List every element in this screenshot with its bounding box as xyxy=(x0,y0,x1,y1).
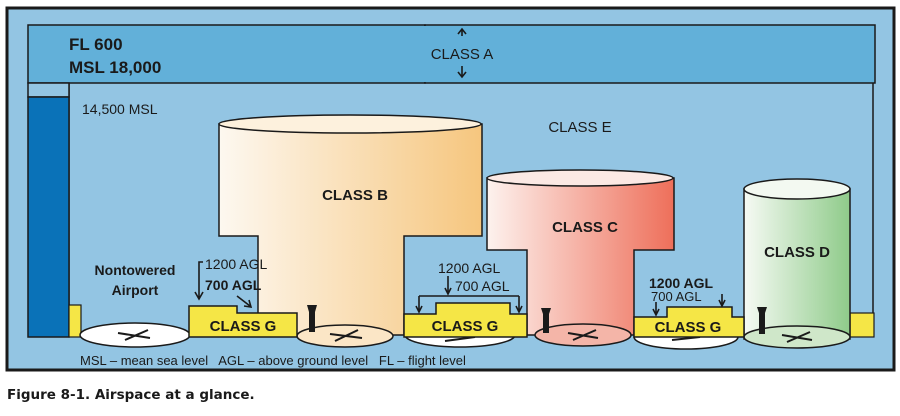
class-d-top xyxy=(743,178,851,200)
class-b-top xyxy=(218,114,482,134)
class-a-label: CLASS A xyxy=(431,46,494,63)
nontowered-1200-agl: 1200 AGL xyxy=(205,256,267,272)
class-d-label: CLASS D xyxy=(764,244,830,261)
class-g-block-right xyxy=(633,306,745,338)
left-bar-upper xyxy=(27,82,70,98)
msl-14500-label: 14,500 MSL xyxy=(82,101,158,117)
legend-text: MSL – mean sea level AGL – above ground … xyxy=(80,353,466,368)
fl-600-label: FL 600 xyxy=(69,35,123,54)
middle-1200-agl: 1200 AGL xyxy=(438,260,500,276)
airport-class-c xyxy=(534,323,632,347)
class-a-arrows xyxy=(457,27,467,79)
tower-icon-b xyxy=(307,305,317,332)
class-g-label-left: CLASS G xyxy=(210,318,277,335)
left-bar xyxy=(27,96,70,338)
middle-g-arrows xyxy=(415,276,523,314)
class-g-label-middle: CLASS G xyxy=(432,318,499,335)
airport-nontowered xyxy=(79,322,191,348)
nontowered-700-agl: 700 AGL xyxy=(205,277,262,293)
right-700-agl: 700 AGL xyxy=(651,289,702,304)
msl-18000-label: MSL 18,000 xyxy=(69,58,161,77)
class-b-label: CLASS B xyxy=(322,187,388,204)
class-e-label: CLASS E xyxy=(548,119,611,136)
nontowered-arrows xyxy=(194,261,253,308)
right-g-arrows xyxy=(652,294,726,317)
class-g-block-left xyxy=(188,305,298,338)
class-g-block-middle xyxy=(403,302,528,338)
tower-icon-d xyxy=(757,307,767,334)
nontowered-label-line1: Nontowered xyxy=(95,262,176,278)
tower-icon-c xyxy=(541,308,551,333)
right-1200-agl: 1200 AGL xyxy=(649,275,714,291)
class-c-label: CLASS C xyxy=(552,219,618,236)
figure-caption: Figure 8-1. Airspace at a glance. xyxy=(7,387,255,403)
left-yellow-block xyxy=(68,304,82,338)
class-c-top xyxy=(486,169,674,187)
middle-700-agl: 700 AGL xyxy=(455,278,510,294)
right-yellow-block xyxy=(849,312,875,338)
nontowered-label-line2: Airport xyxy=(112,282,159,298)
class-g-label-right: CLASS G xyxy=(655,319,722,336)
